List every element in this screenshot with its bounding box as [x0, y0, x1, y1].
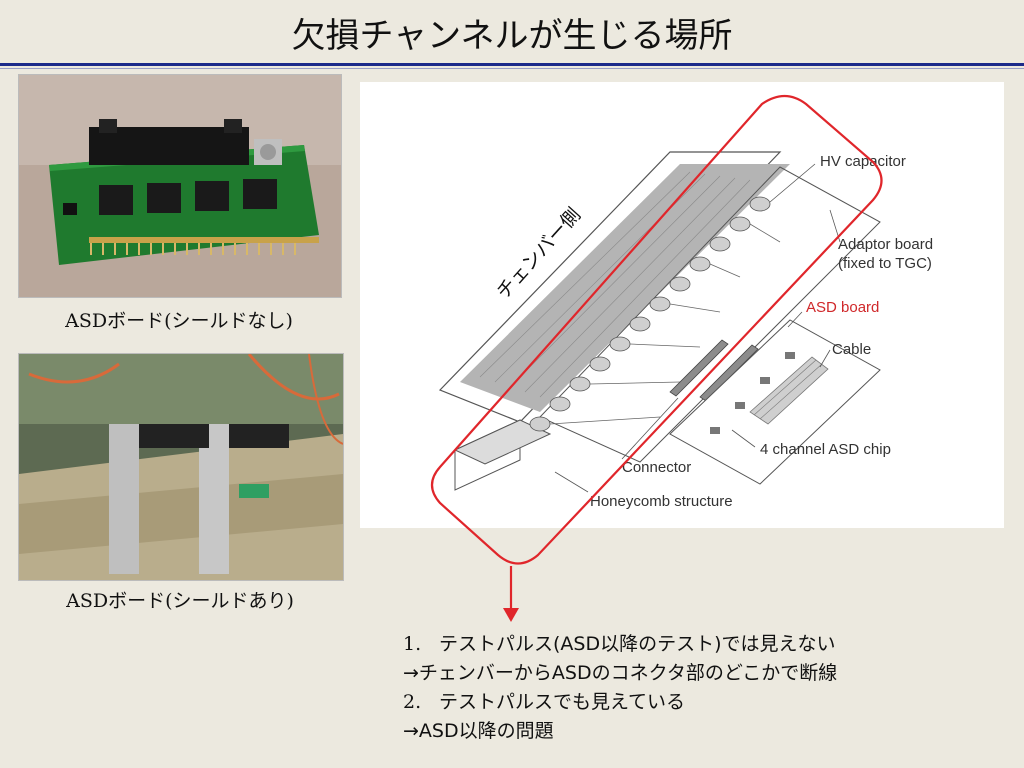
conclusion-text: →ASD以降の問題 — [403, 720, 554, 742]
conclusion-text: テストパルスでも見えている — [439, 691, 686, 713]
tgc-asd-diagram: HV capacitor Adaptor board (fixed to TGC… — [360, 82, 1004, 528]
conclusion-number: 2. — [403, 691, 422, 713]
conclusion-item: →チェンバーからASDのコネクタ部のどこかで断線 — [403, 659, 1003, 688]
asd-board-shielded-caption: ASDボード(シールドあり) — [66, 590, 294, 612]
asd-board-shielded-photo — [18, 353, 344, 581]
adaptor-board-label: Adaptor board — [838, 236, 933, 253]
connector-label: Connector — [622, 459, 691, 476]
asd-chip-label: 4 channel ASD chip — [760, 441, 891, 458]
title-divider — [0, 63, 1024, 66]
hv-capacitor-label: HV capacitor — [820, 153, 906, 170]
arrow-down-icon — [503, 608, 519, 622]
asd-board-label: ASD board — [806, 299, 879, 316]
asd-board-unshielded-caption: ASDボード(シールドなし) — [65, 310, 293, 332]
asd-board-unshielded-photo — [18, 74, 342, 298]
title-divider-thin — [0, 68, 1024, 69]
slide-title: 欠損チャンネルが生じる場所 — [291, 16, 733, 56]
conclusion-text: →チェンバーからASDのコネクタ部のどこかで断線 — [403, 662, 838, 684]
adaptor-board-sublabel: (fixed to TGC) — [838, 255, 932, 272]
conclusion-list: 1. テストパルス(ASD以降のテスト)では見えない →チェンバーからASDのコネ… — [403, 630, 1003, 746]
conclusion-item: 2. テストパルスでも見えている — [403, 688, 1003, 717]
conclusion-number: 1. — [403, 633, 422, 655]
conclusion-item: 1. テストパルス(ASD以降のテスト)では見えない — [403, 630, 1003, 659]
honeycomb-label: Honeycomb structure — [590, 493, 733, 510]
conclusion-item: →ASD以降の問題 — [403, 717, 1003, 746]
conclusion-text: テストパルス(ASD以降のテスト)では見えない — [439, 633, 836, 655]
cable-label: Cable — [832, 341, 871, 358]
